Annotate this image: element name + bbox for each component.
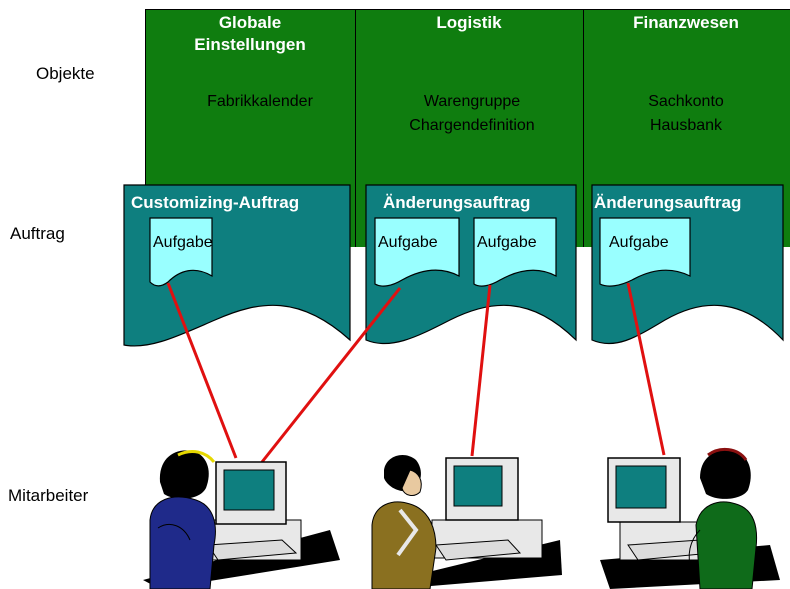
category-title-line1: Finanzwesen [633, 13, 739, 32]
task-label-3: Aufgabe [477, 234, 537, 251]
order-title-1: Customizing-Auftrag [131, 193, 300, 212]
task-label-4: Aufgabe [609, 234, 669, 251]
task-document-4 [599, 217, 691, 287]
object-list-global: Fabrikkalender [145, 90, 375, 114]
category-title-global: Globale Einstellungen [145, 12, 355, 56]
connector-line [166, 282, 238, 459]
category-title-finanz: Finanzwesen [583, 12, 789, 34]
connector-line [260, 287, 402, 463]
object-item: Sachkonto [648, 93, 724, 110]
task-document-1 [149, 217, 213, 287]
category-title-line1: Logistik [436, 13, 502, 32]
task-label-1: Aufgabe [153, 234, 213, 251]
row-label-mitarbeiter: Mitarbeiter [8, 486, 89, 505]
task-document-2 [374, 217, 460, 287]
connector-line [470, 284, 492, 457]
object-item: Chargendefinition [409, 117, 535, 134]
worker-1-illustration [143, 450, 340, 589]
worker-3-illustration [600, 447, 780, 589]
object-item: Fabrikkalender [207, 93, 313, 110]
worker-2-illustration [371, 455, 562, 589]
connector-line [626, 282, 666, 456]
category-title-line1: Globale [218, 13, 282, 32]
object-list-logistik: Warengruppe Chargendefinition [358, 90, 586, 138]
object-item: Hausbank [649, 117, 723, 134]
task-document-3 [473, 217, 557, 287]
task-label-2: Aufgabe [378, 234, 438, 251]
category-title-line2: Einstellungen [194, 35, 306, 54]
row-label-auftrag: Auftrag [10, 224, 65, 243]
category-title-logistik: Logistik [355, 12, 583, 34]
order-title-3: Änderungsauftrag [594, 193, 742, 212]
object-list-finanz: Sachkonto Hausbank [583, 90, 789, 138]
row-label-objekte: Objekte [36, 64, 95, 83]
order-title-2: Änderungsauftrag [383, 193, 531, 212]
object-item: Warengruppe [423, 93, 521, 110]
